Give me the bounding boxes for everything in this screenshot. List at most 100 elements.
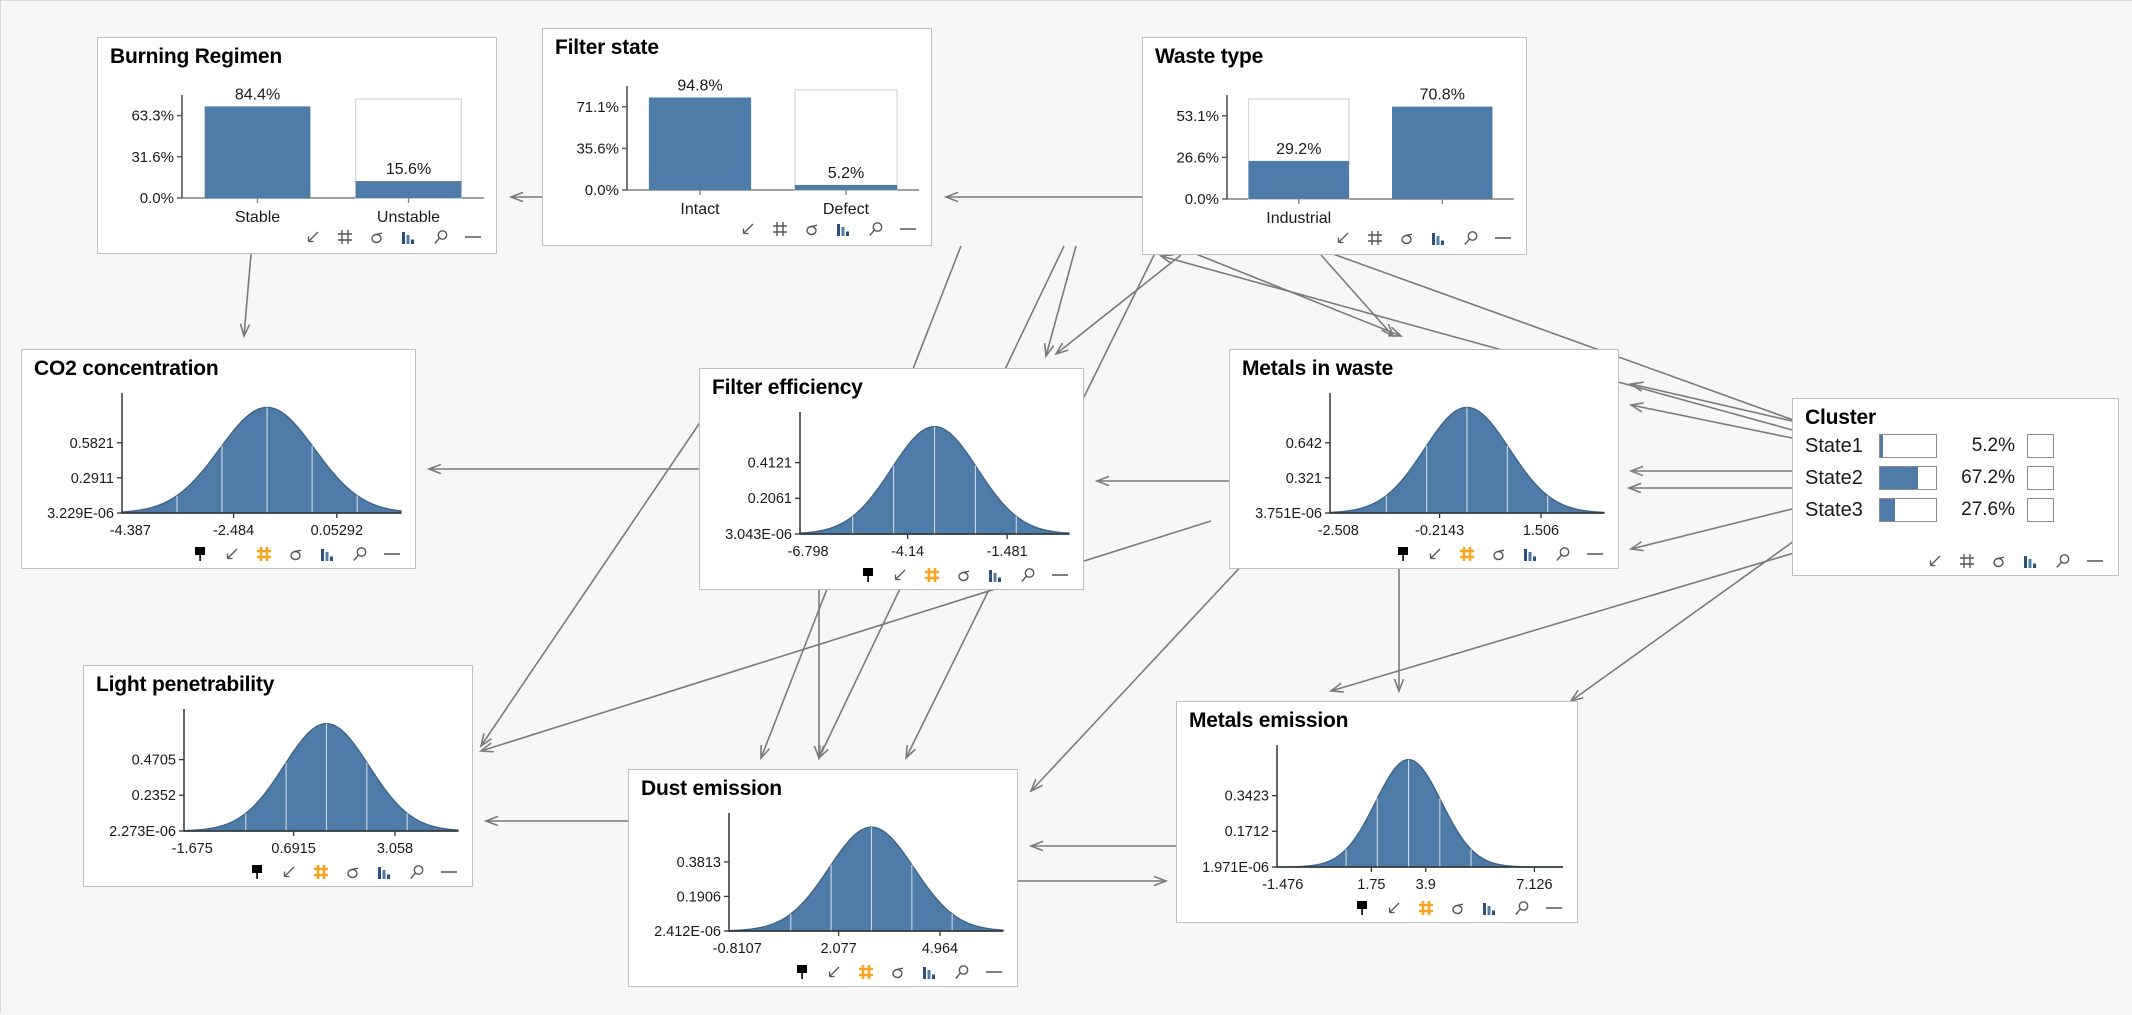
density-area[interactable] [121,406,402,514]
panel-toolbar[interactable] [1351,898,1565,918]
expand-arrow-icon[interactable] [302,227,324,247]
pin-icon[interactable] [246,862,268,882]
magnifier-icon[interactable] [2052,551,2074,571]
panel-toolbar[interactable] [189,544,403,564]
expand-arrow-icon[interactable] [221,544,243,564]
magnifier-icon[interactable] [951,962,973,982]
expand-arrow-icon[interactable] [278,862,300,882]
minus-icon[interactable] [2084,551,2106,571]
bar[interactable] [794,184,898,190]
bar-chart-icon[interactable] [374,862,396,882]
bar[interactable] [355,181,462,198]
grid-icon[interactable] [1956,551,1978,571]
cluster-state-checkbox[interactable] [2027,466,2054,490]
bar-chart-icon[interactable] [2020,551,2042,571]
density-area[interactable] [728,826,1004,932]
bar-chart-icon[interactable] [1520,544,1542,564]
cluster-state-checkbox[interactable] [2027,434,2054,458]
grid-icon[interactable] [334,227,356,247]
panel-toolbar[interactable] [1392,544,1606,564]
panel-toolbar[interactable] [302,227,484,247]
sigma-icon[interactable] [1396,228,1418,248]
pin-icon[interactable] [1392,544,1414,564]
sigma-icon[interactable] [1488,544,1510,564]
bar[interactable] [648,97,752,190]
expand-arrow-icon[interactable] [1383,898,1405,918]
expand-arrow-icon[interactable] [823,962,845,982]
bar-chart-icon[interactable] [1479,898,1501,918]
sigma-icon[interactable] [366,227,388,247]
bar-chart-icon[interactable] [985,565,1007,585]
bar-chart-icon[interactable] [919,962,941,982]
density-area[interactable] [1276,758,1563,868]
sigma-icon[interactable] [1988,551,2010,571]
panel-toolbar[interactable] [737,219,919,239]
magnifier-icon[interactable] [1460,228,1482,248]
expand-arrow-icon[interactable] [1424,544,1446,564]
bar-chart-icon[interactable] [1428,228,1450,248]
grid-icon-active[interactable] [1456,544,1478,564]
magnifier-icon[interactable] [406,862,428,882]
sigma-icon[interactable] [953,565,975,585]
magnifier-icon[interactable] [865,219,887,239]
expand-arrow-icon[interactable] [1924,551,1946,571]
grid-icon[interactable] [1364,228,1386,248]
expand-arrow-icon[interactable] [1332,228,1354,248]
minus-icon[interactable] [897,219,919,239]
expand-arrow-icon[interactable] [889,565,911,585]
cluster-state-checkbox[interactable] [2027,498,2054,522]
magnifier-icon[interactable] [430,227,452,247]
minus-icon[interactable] [1492,228,1514,248]
pin-icon[interactable] [189,544,211,564]
grid-icon-active[interactable] [1415,898,1437,918]
minus-icon[interactable] [438,862,460,882]
sigma-icon[interactable] [801,219,823,239]
magnifier-icon[interactable] [1552,544,1574,564]
panel-toolbar[interactable] [857,565,1071,585]
panel-toolbar[interactable] [246,862,460,882]
minus-icon[interactable] [381,544,403,564]
magnifier-icon[interactable] [1511,898,1533,918]
bar-chart-icon[interactable] [833,219,855,239]
grid-icon-active[interactable] [310,862,332,882]
minus-icon[interactable] [1543,898,1565,918]
bar[interactable] [204,106,311,198]
sigma-icon[interactable] [342,862,364,882]
pin-icon[interactable] [857,565,879,585]
expand-arrow-icon[interactable] [737,219,759,239]
panel-toolbar[interactable] [1332,228,1514,248]
bar[interactable] [1392,106,1493,199]
bar-chart-icon[interactable] [317,544,339,564]
sigma-icon[interactable] [1447,898,1469,918]
bar[interactable] [1248,160,1349,199]
grid-icon-active[interactable] [855,962,877,982]
density-area[interactable] [183,722,459,832]
pin-icon[interactable] [1351,898,1373,918]
sigma-icon[interactable] [887,962,909,982]
minus-icon[interactable] [462,227,484,247]
pin-icon[interactable] [791,962,813,982]
magnifier-icon[interactable] [1017,565,1039,585]
grid-icon-active[interactable] [253,544,275,564]
magnifier-icon[interactable] [349,544,371,564]
minus-icon[interactable] [1049,565,1071,585]
sigma-icon[interactable] [285,544,307,564]
grid-icon-active[interactable] [921,565,943,585]
minus-icon[interactable] [983,962,1005,982]
panel-toolbar[interactable] [1924,551,2106,571]
panel-toolbar[interactable] [791,962,1005,982]
grid-icon[interactable] [769,219,791,239]
